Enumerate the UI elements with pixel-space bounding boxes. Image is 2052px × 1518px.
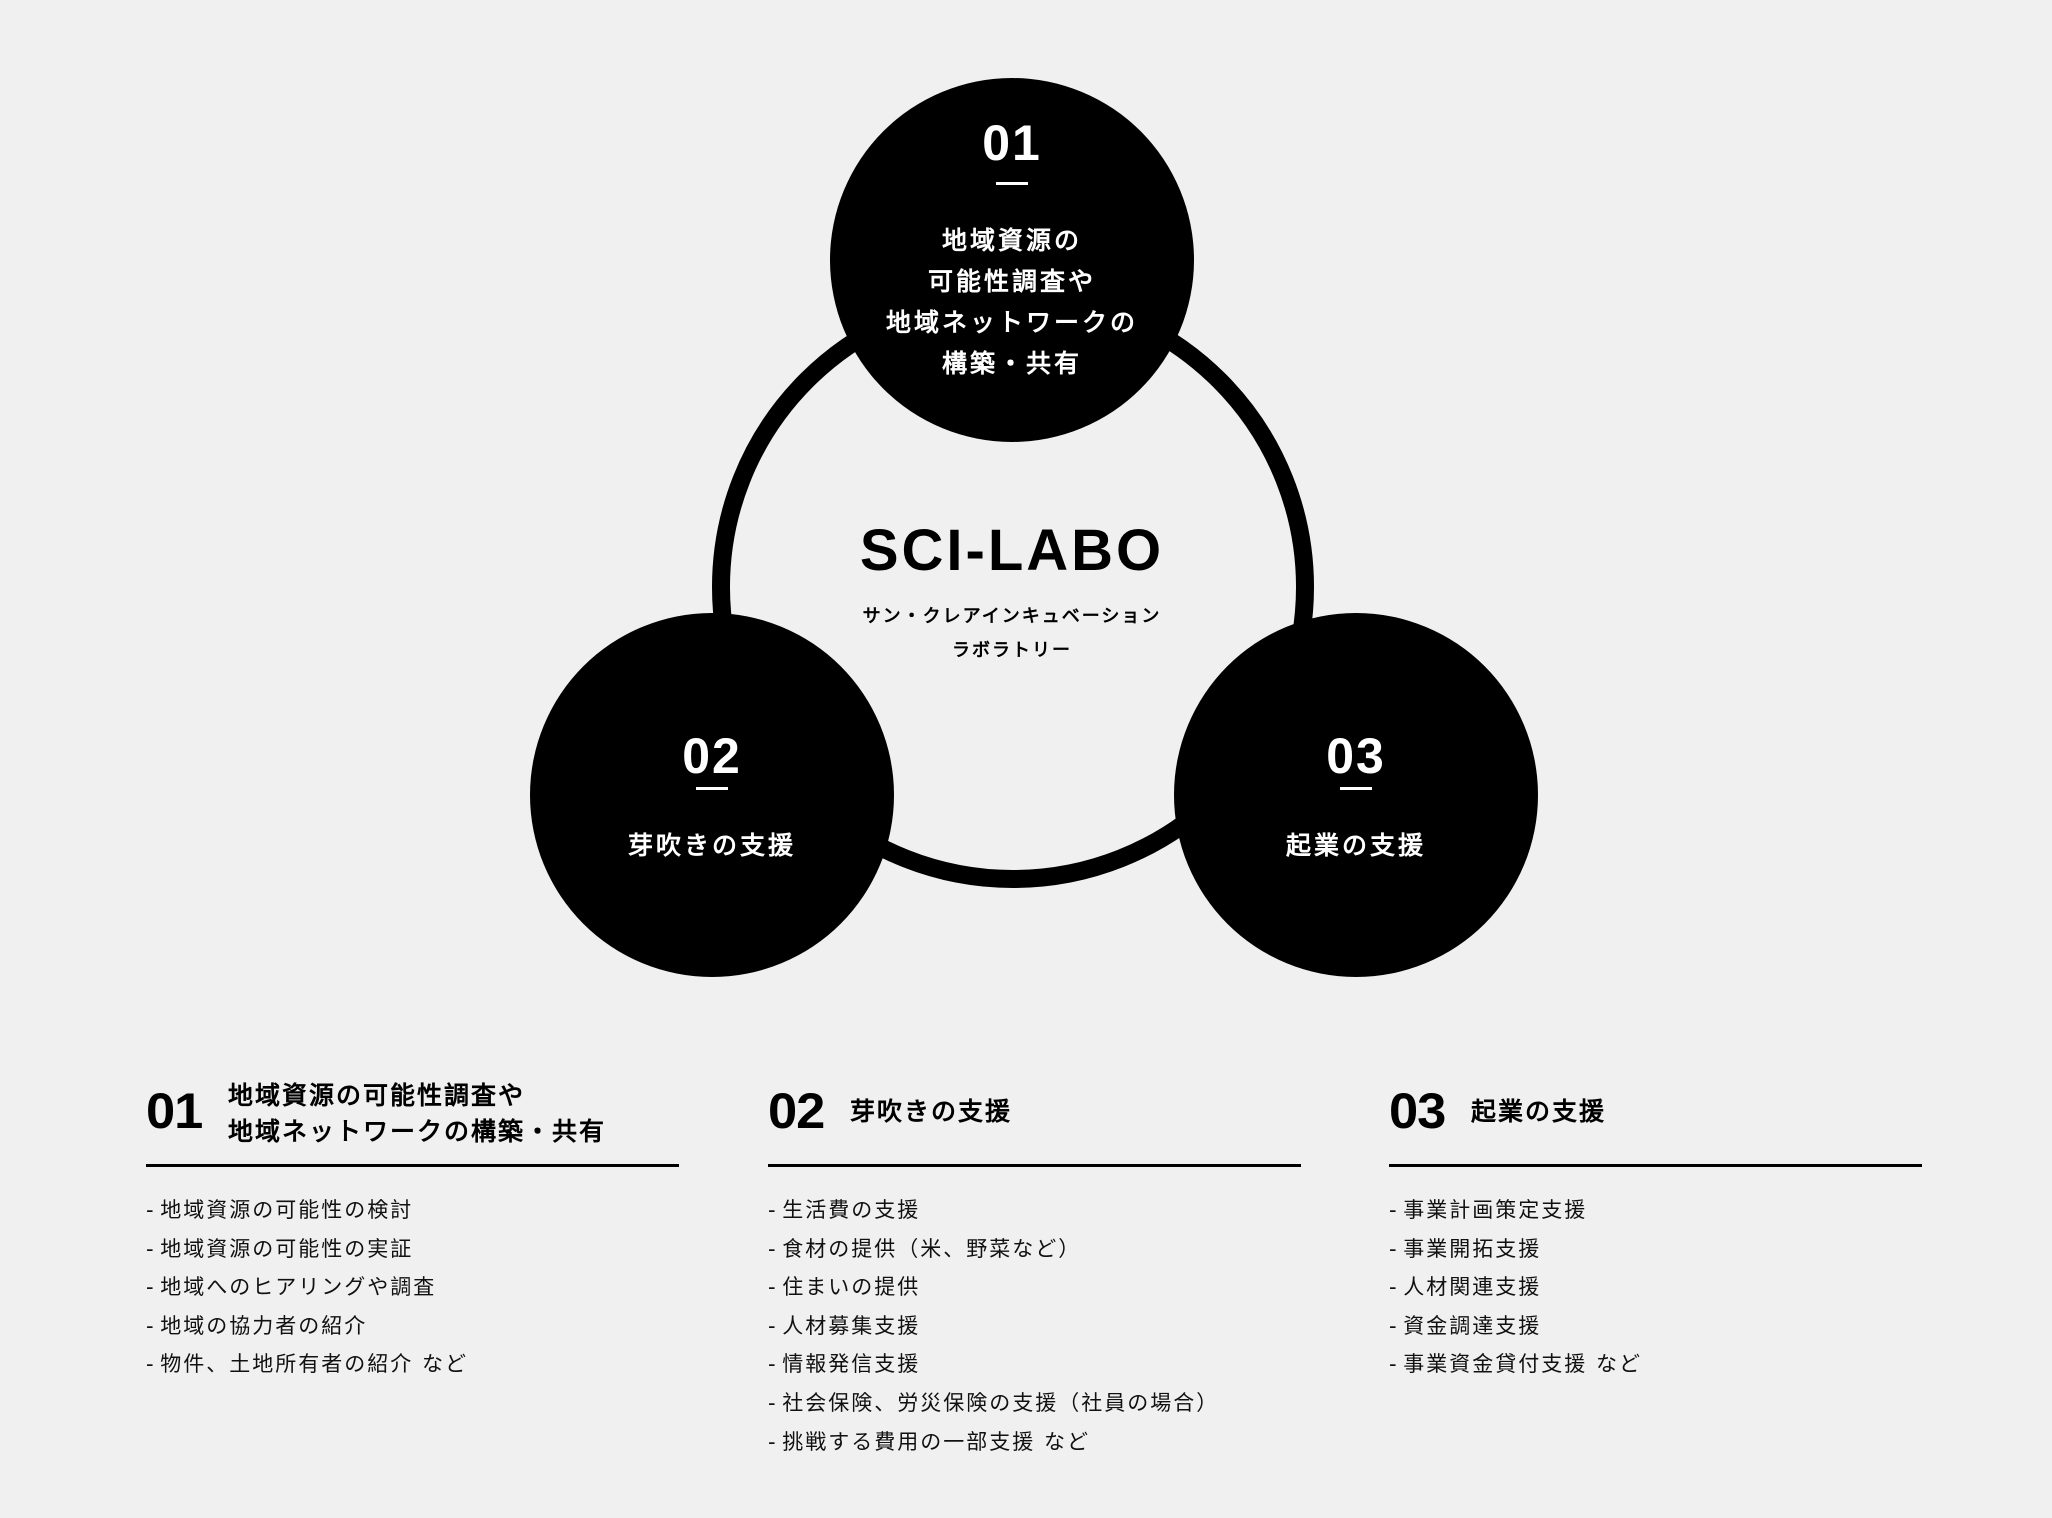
node-label-line: 地域ネットワークの	[885, 308, 1138, 337]
section-01: 01 地域資源の可能性調査や 地域ネットワークの構築・共有 地域資源の可能性の検…	[146, 1076, 679, 1384]
node-label: 芽吹きの支援	[530, 825, 894, 866]
node-number: 02	[682, 728, 742, 784]
list-item: 社会保険、労災保険の支援（社員の場合）	[768, 1384, 1301, 1423]
node-02-sprout-support: 02 芽吹きの支援	[530, 613, 894, 977]
section-title: 地域資源の可能性調査や 地域ネットワークの構築・共有	[228, 1078, 606, 1150]
node-divider	[996, 182, 1028, 185]
list-item: 食材の提供（米、野菜など）	[768, 1230, 1301, 1269]
node-03-startup-support: 03 起業の支援	[1174, 613, 1538, 977]
list-item: 人材募集支援	[768, 1307, 1301, 1346]
list-item: 生活費の支援	[768, 1191, 1301, 1230]
node-label-line: 地域資源の	[941, 226, 1082, 255]
section-title-line: 地域資源の可能性調査や	[228, 1081, 526, 1110]
section-title-line: 起業の支援	[1471, 1097, 1607, 1126]
node-divider	[696, 787, 728, 790]
brand-subtitle-line-1: サン・クレアインキュベーション	[862, 606, 1162, 627]
list-item: 地域資源の可能性の実証	[146, 1230, 679, 1269]
brand-subtitle-line-2: ラボラトリー	[952, 640, 1072, 661]
support-diagram: SCI-LABO サン・クレアインキュベーション ラボラトリー 01 地域資源の…	[530, 78, 1538, 977]
node-label-line: 芽吹きの支援	[627, 831, 796, 860]
list-item: 挑戦する費用の一部支援 など	[768, 1423, 1301, 1462]
section-number: 03	[1389, 1083, 1446, 1139]
list-item: 地域の協力者の紹介	[146, 1307, 679, 1346]
node-label: 起業の支援	[1174, 825, 1538, 866]
list-item: 人材関連支援	[1389, 1268, 1922, 1307]
section-header: 02 芽吹きの支援	[768, 1076, 1301, 1167]
section-title: 起業の支援	[1471, 1094, 1606, 1130]
node-label-line: 起業の支援	[1285, 831, 1426, 860]
list-item: 資金調達支援	[1389, 1307, 1922, 1346]
section-item-list: 生活費の支援 食材の提供（米、野菜など） 住まいの提供 人材募集支援 情報発信支…	[768, 1167, 1301, 1461]
section-number: 02	[768, 1083, 825, 1139]
section-title-line: 芽吹きの支援	[850, 1097, 1013, 1126]
list-item: 事業計画策定支援	[1389, 1191, 1922, 1230]
node-divider	[1340, 787, 1372, 790]
list-item: 情報発信支援	[768, 1345, 1301, 1384]
node-01-research-network: 01 地域資源の 可能性調査や 地域ネットワークの 構築・共有	[830, 78, 1194, 442]
node-label-line: 構築・共有	[941, 349, 1082, 378]
brand-subtitle: サン・クレアインキュベーション ラボラトリー	[812, 600, 1212, 668]
section-item-list: 事業計画策定支援 事業開拓支援 人材関連支援 資金調達支援 事業資金貸付支援 な…	[1389, 1167, 1922, 1384]
section-item-list: 地域資源の可能性の検討 地域資源の可能性の実証 地域へのヒアリングや調査 地域の…	[146, 1167, 679, 1384]
list-item: 地域資源の可能性の検討	[146, 1191, 679, 1230]
section-title: 芽吹きの支援	[850, 1094, 1012, 1130]
section-header: 01 地域資源の可能性調査や 地域ネットワークの構築・共有	[146, 1076, 679, 1167]
node-label: 地域資源の 可能性調査や 地域ネットワークの 構築・共有	[830, 220, 1194, 384]
list-item: 物件、土地所有者の紹介 など	[146, 1345, 679, 1384]
section-03: 03 起業の支援 事業計画策定支援 事業開拓支援 人材関連支援 資金調達支援 事…	[1389, 1076, 1922, 1384]
section-title-line: 地域ネットワークの構築・共有	[228, 1117, 607, 1146]
section-02: 02 芽吹きの支援 生活費の支援 食材の提供（米、野菜など） 住まいの提供 人材…	[768, 1076, 1301, 1461]
list-item: 事業開拓支援	[1389, 1230, 1922, 1269]
list-item: 住まいの提供	[768, 1268, 1301, 1307]
center-brand: SCI-LABO サン・クレアインキュベーション ラボラトリー	[812, 522, 1212, 668]
list-item: 地域へのヒアリングや調査	[146, 1268, 679, 1307]
node-label-line: 可能性調査や	[927, 267, 1096, 296]
list-item: 事業資金貸付支援 など	[1389, 1345, 1922, 1384]
section-number: 01	[146, 1083, 203, 1139]
node-number: 03	[1326, 728, 1386, 784]
brand-title: SCI-LABO	[859, 518, 1165, 583]
node-number: 01	[982, 115, 1042, 171]
section-header: 03 起業の支援	[1389, 1076, 1922, 1167]
